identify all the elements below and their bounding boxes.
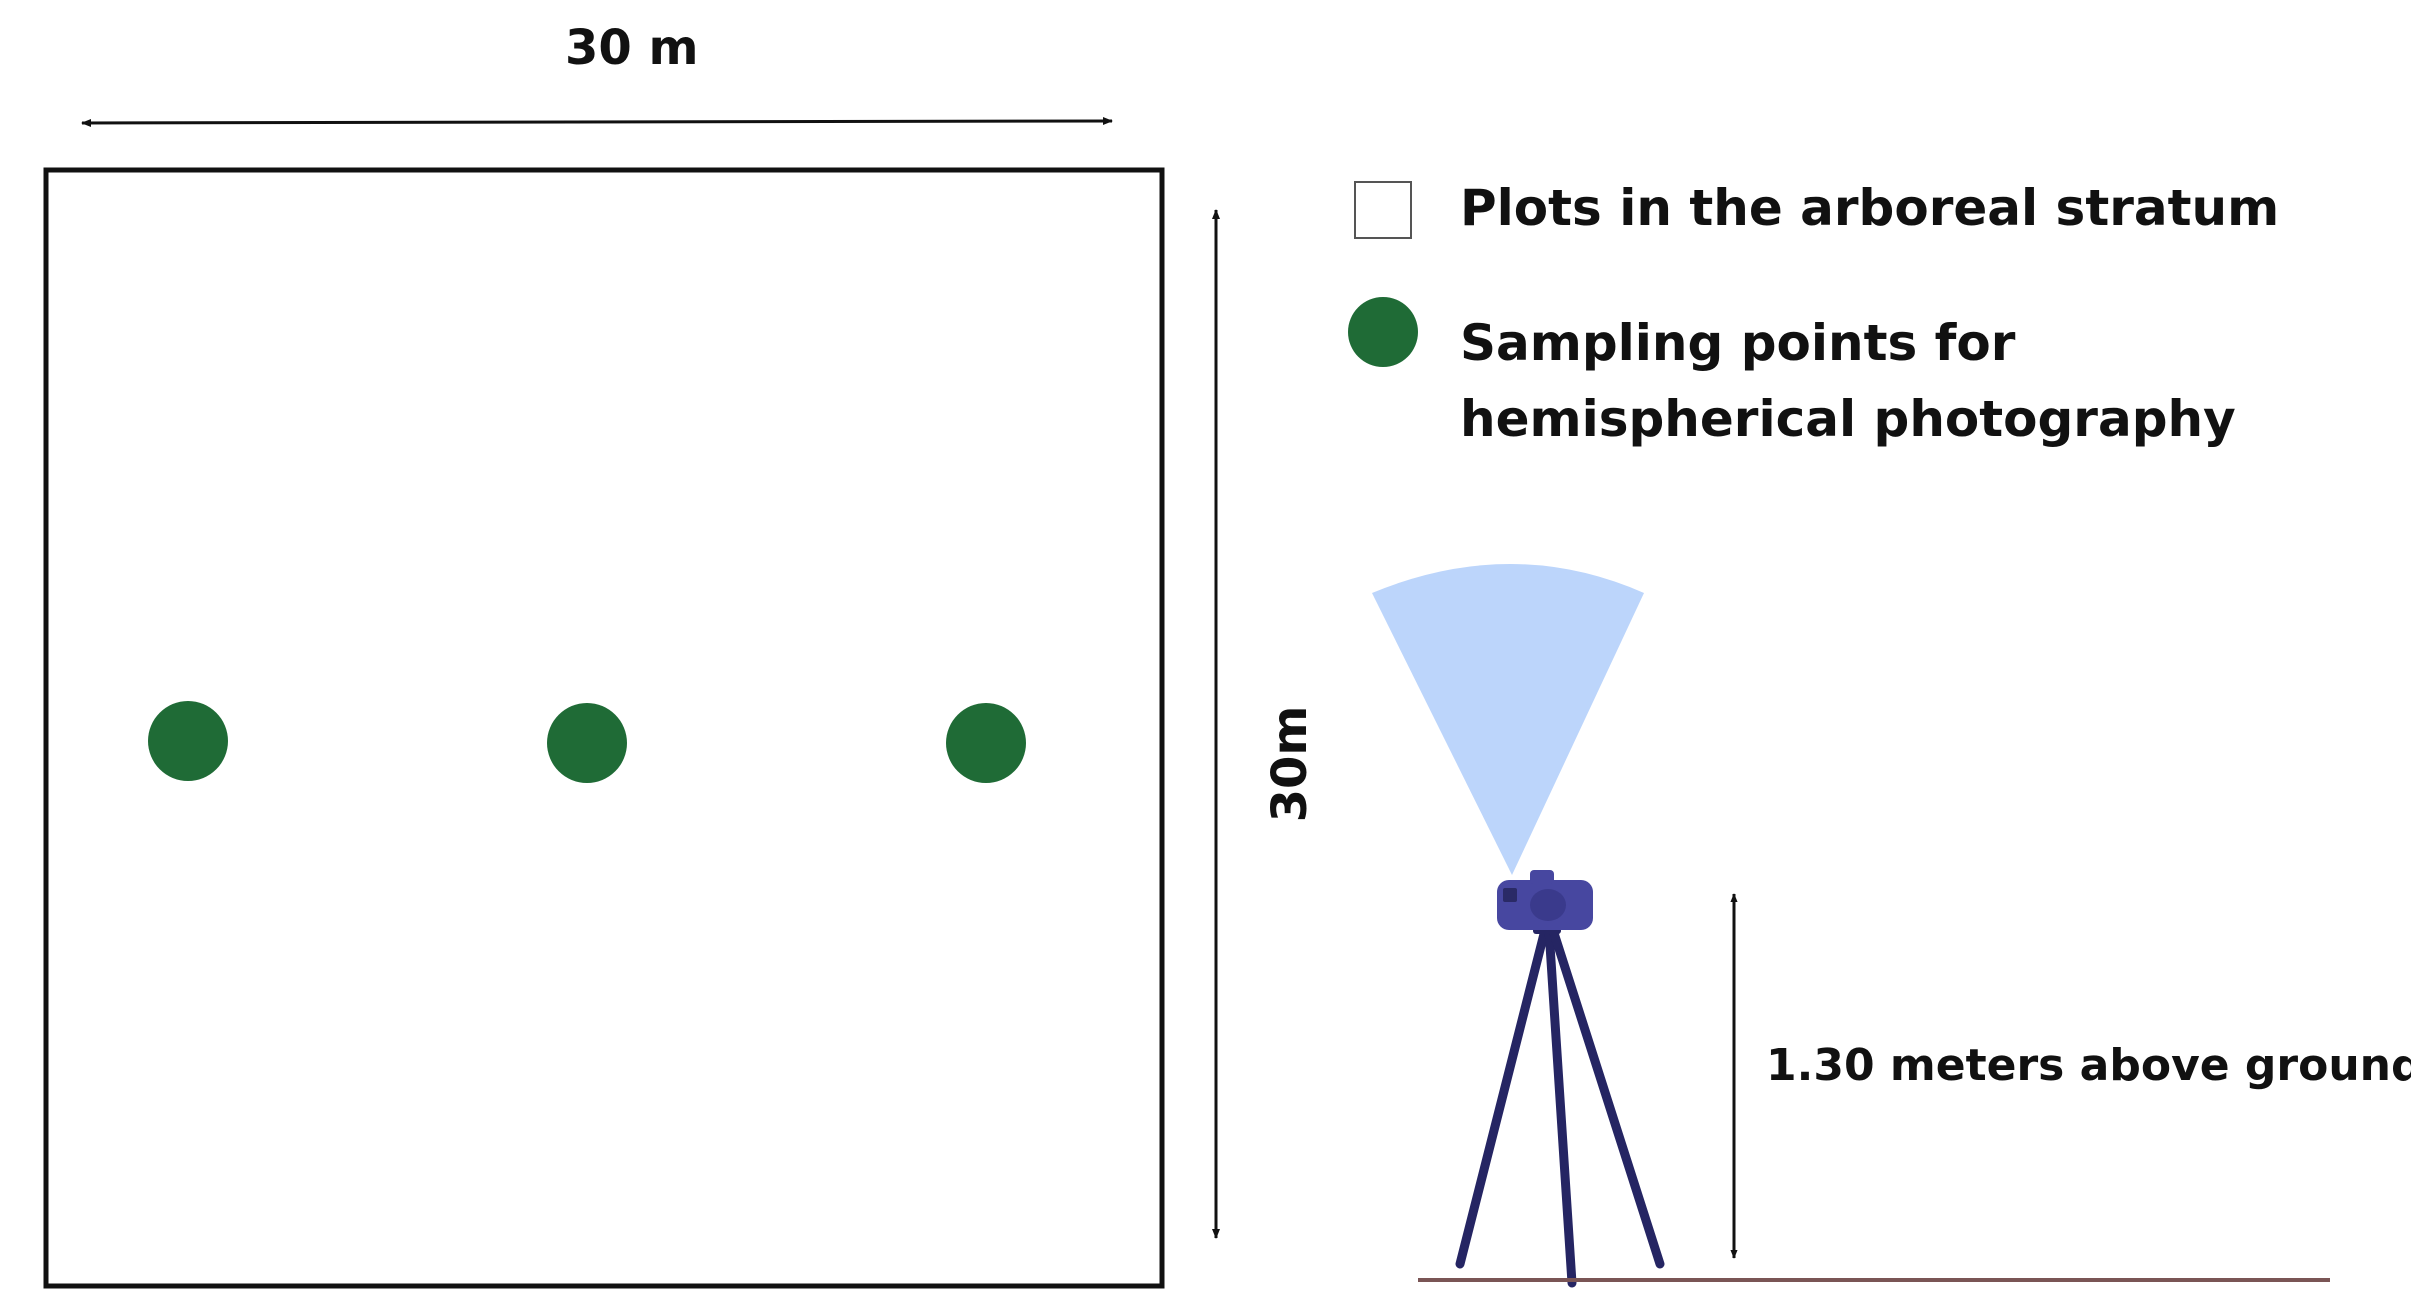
- tripod-icon: [1455, 918, 1665, 1288]
- sampling-point: [148, 701, 228, 781]
- camera-height-label: 1.30 meters above ground: [1766, 1040, 2411, 1091]
- camera-icon: [1497, 870, 1593, 930]
- sampling-point: [547, 703, 627, 783]
- plot-width-label: 30 m: [565, 20, 699, 76]
- white-square-icon: [1354, 181, 1412, 239]
- width-dimension-arrow: [81, 117, 1113, 127]
- sampling-point: [946, 703, 1026, 783]
- field-of-view-cone: [1372, 564, 1644, 875]
- green-circle-icon: [1348, 297, 1418, 367]
- plot-height-label: 30m: [1262, 705, 1318, 823]
- legend-points-label: Sampling points for hemispherical photog…: [1460, 314, 2236, 448]
- legend-plots-label: Plots in the arboreal stratum: [1460, 179, 2280, 237]
